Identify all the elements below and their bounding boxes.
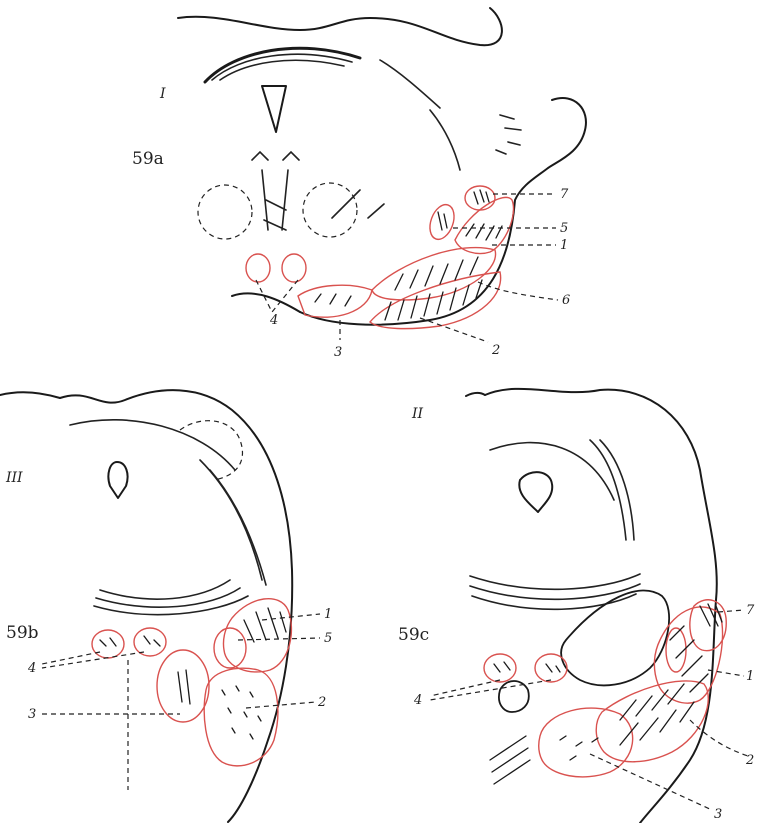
region-6 (372, 248, 496, 300)
figure-59c-label-4: 4 (413, 693, 422, 708)
figure-59c-label-7: 7 (746, 603, 755, 618)
figure-59b-label-5: 5 (324, 631, 332, 646)
figure-59c-aqueduct (519, 472, 552, 512)
figure-59a-left-nucleus (198, 185, 252, 239)
figure-59b-label-1: 1 (324, 607, 332, 622)
figure-59b-panel: 59b (6, 623, 39, 643)
figure-59b-section: III (5, 470, 23, 486)
region-5 (426, 201, 459, 242)
figure-59c-label-2: 2 (745, 753, 754, 768)
region-2 (370, 272, 501, 329)
figure-59a-aqueduct (262, 86, 286, 132)
figure-59a-lateral-contour (300, 98, 586, 325)
figure-59c-cavity (561, 590, 669, 685)
figure-59a-label-5: 5 (560, 221, 568, 236)
region-4-right (134, 628, 166, 656)
figure-59c-leaders (430, 610, 748, 810)
figure-59b-label-4: 4 (27, 661, 36, 676)
figure-59c-label-1: 1 (746, 669, 754, 684)
figure-59b-label-3: 3 (28, 707, 36, 722)
figure-59a-label-2: 2 (491, 343, 500, 358)
figure-59b-label-2: 2 (317, 695, 326, 710)
figure-59a-label-7: 7 (560, 187, 569, 202)
region-4-right (282, 254, 306, 282)
figure-59b-regions (92, 599, 291, 766)
figure-59c-regions (484, 600, 726, 777)
figure-59a-ventral-curve (232, 293, 300, 312)
figure-59a-label-4: 4 (269, 313, 278, 328)
region-3 (298, 285, 372, 317)
figure-59c: 7 1 4 2 3 II 59c (398, 389, 755, 823)
region-3 (157, 650, 209, 722)
region-4-left (246, 254, 270, 282)
figure-59a-right-nucleus (303, 183, 357, 237)
region-4-left (484, 654, 516, 682)
figure-59a-outline (178, 8, 502, 45)
figure-59b-aqueduct (108, 462, 127, 498)
figure-59c-label-3: 3 (714, 807, 722, 822)
region-1 (223, 599, 291, 672)
region-2 (204, 668, 278, 766)
figure-59b: 1 5 4 3 2 III 59b (0, 390, 332, 822)
figure-59a: 7 5 1 6 2 3 4 I 59a (132, 8, 586, 360)
figure-59c-panel: 59c (398, 625, 429, 645)
figure-59a-section: I (159, 86, 166, 102)
figure-59a-label-6: 6 (562, 293, 570, 308)
figure-59a-panel: 59a (132, 149, 164, 169)
figure-59c-section: II (411, 406, 424, 422)
figure-59a-label-1: 1 (560, 238, 568, 253)
region-4-left (92, 630, 124, 658)
figure-59a-label-3: 3 (334, 345, 342, 360)
region-4-right (535, 654, 567, 682)
